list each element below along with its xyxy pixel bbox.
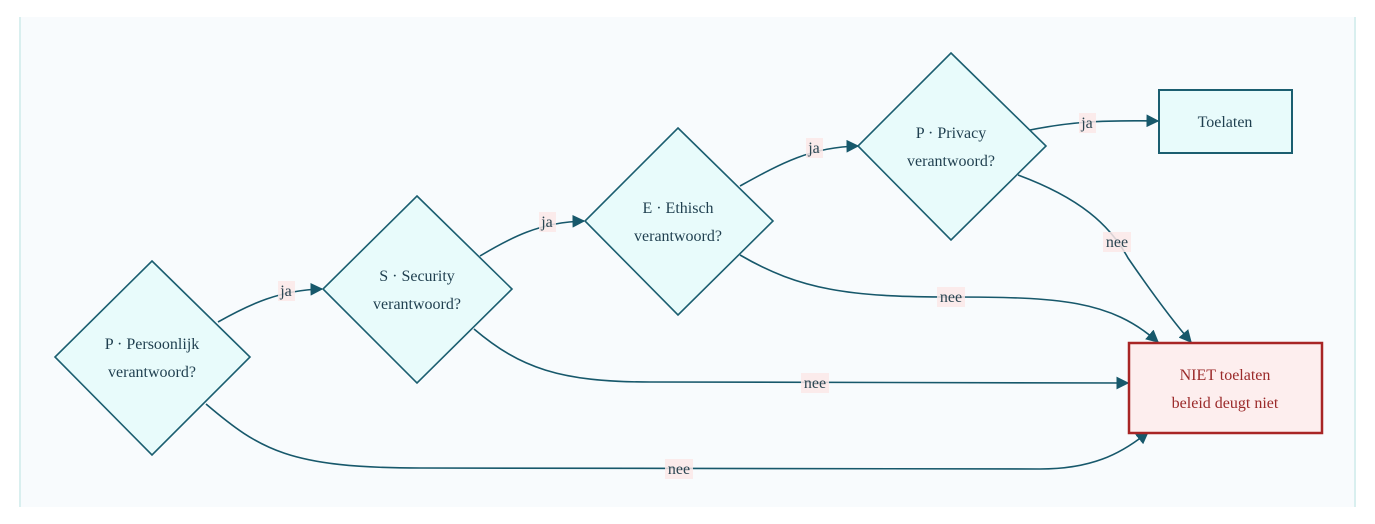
edge-security-to-ethisch <box>479 214 586 257</box>
decision-node-privacy: P · Privacy verantwoord? <box>856 51 1048 242</box>
nodes: P · Persoonlijk verantwoord? S · Securit… <box>53 51 1324 457</box>
decision-node-security: S · Security verantwoord? <box>321 194 514 385</box>
edge-labels: ja ja ja ja nee nee <box>278 113 1131 479</box>
svg-text:ja: ja <box>807 140 820 157</box>
decision-node-ethisch: E · Ethisch verantwoord? <box>583 126 775 317</box>
svg-text:nee: nee <box>668 461 690 478</box>
ethisch-line1: E · Ethisch <box>642 200 713 217</box>
edge-label-e-to-p: ja <box>806 138 823 158</box>
svg-text:ja: ja <box>1080 115 1093 132</box>
edge-label-privacy-nee: nee <box>1103 232 1131 252</box>
edge-persoonlijk-to-niet <box>205 403 1149 470</box>
edge-security-to-niet <box>473 328 1130 390</box>
toelaten-label: Toelaten <box>1198 114 1253 131</box>
niet-toelaten-line1: NIET toelaten <box>1180 367 1271 384</box>
edge-label-p-to-toelaten: ja <box>1079 113 1096 133</box>
edge-privacy-to-niet <box>1017 174 1192 343</box>
security-line1: S · Security <box>379 268 455 285</box>
svg-text:nee: nee <box>940 289 962 306</box>
privacy-line1: P · Privacy <box>916 125 987 142</box>
edge-label-persoonlijk-nee: nee <box>665 459 693 479</box>
edges <box>205 114 1192 470</box>
result-node-toelaten: Toelaten <box>1158 89 1293 154</box>
niet-toelaten-line2: beleid deugt niet <box>1172 395 1279 412</box>
decision-node-persoonlijk: P · Persoonlijk verantwoord? <box>53 259 252 457</box>
edge-label-p-to-s: ja <box>278 281 295 301</box>
privacy-line2: verantwoord? <box>907 153 995 170</box>
edge-persoonlijk-to-security <box>217 282 324 323</box>
persoonlijk-line2: verantwoord? <box>108 364 196 381</box>
edge-label-security-nee: nee <box>801 373 829 393</box>
svg-text:nee: nee <box>804 375 826 392</box>
svg-text:ja: ja <box>279 283 292 300</box>
edge-ethisch-to-privacy <box>739 139 860 187</box>
security-line2: verantwoord? <box>373 296 461 313</box>
ethisch-line2: verantwoord? <box>634 228 722 245</box>
edge-label-ethisch-nee: nee <box>937 287 965 307</box>
svg-text:ja: ja <box>540 214 553 231</box>
edge-label-s-to-e: ja <box>539 212 556 232</box>
persoonlijk-line1: P · Persoonlijk <box>105 336 200 353</box>
svg-text:nee: nee <box>1106 234 1128 251</box>
result-node-niet-toelaten: NIET toelaten beleid deugt niet <box>1127 341 1324 435</box>
